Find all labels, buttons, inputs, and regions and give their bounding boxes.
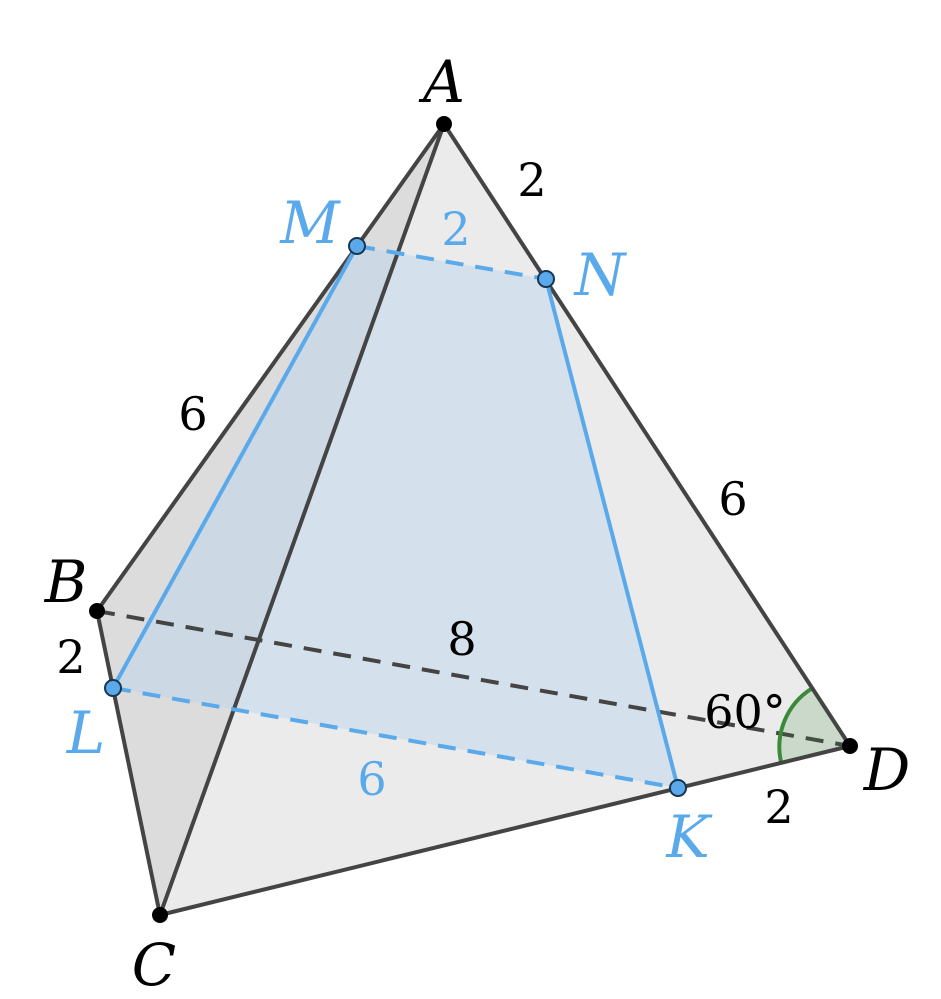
vertex-a-point bbox=[436, 116, 452, 132]
angle-label: 60° bbox=[704, 685, 786, 739]
length-an: 2 bbox=[517, 153, 546, 207]
face-acd bbox=[160, 124, 850, 915]
vertex-d-point bbox=[842, 738, 858, 754]
label-n: N bbox=[573, 241, 628, 309]
edge-bc bbox=[95, 610, 162, 916]
length-am: 6 bbox=[178, 387, 207, 441]
angle-marker-arc bbox=[777, 687, 813, 763]
edge-cd bbox=[159, 744, 851, 917]
label-l: L bbox=[66, 699, 106, 767]
edge-bd-hidden bbox=[96, 609, 851, 748]
length-bd: 8 bbox=[447, 612, 476, 666]
section-edge-ml bbox=[111, 245, 359, 689]
vertex-c-point bbox=[152, 907, 168, 923]
section-edge-lk bbox=[112, 686, 679, 790]
edge-ad bbox=[442, 122, 852, 748]
point-n bbox=[537, 270, 555, 288]
label-a: A bbox=[418, 48, 465, 116]
point-l bbox=[104, 679, 122, 697]
point-m bbox=[348, 237, 366, 255]
angle-marker-fill bbox=[779, 689, 850, 762]
section-edge-nk bbox=[544, 278, 680, 789]
edge-ac bbox=[158, 123, 446, 916]
length-bl: 2 bbox=[56, 630, 85, 684]
length-lk: 6 bbox=[357, 752, 386, 806]
label-k: K bbox=[665, 803, 713, 871]
vertex-b-point bbox=[89, 603, 105, 619]
edge-ab bbox=[95, 122, 446, 613]
label-b: B bbox=[44, 548, 88, 616]
section-edge-mn bbox=[356, 244, 547, 281]
label-c: C bbox=[132, 931, 176, 999]
length-mn: 2 bbox=[441, 202, 470, 256]
point-k bbox=[669, 779, 687, 797]
face-abc bbox=[97, 124, 444, 915]
label-m: M bbox=[279, 189, 341, 257]
label-d: D bbox=[863, 736, 911, 804]
length-nd: 6 bbox=[718, 472, 747, 526]
length-kd: 2 bbox=[764, 780, 793, 834]
